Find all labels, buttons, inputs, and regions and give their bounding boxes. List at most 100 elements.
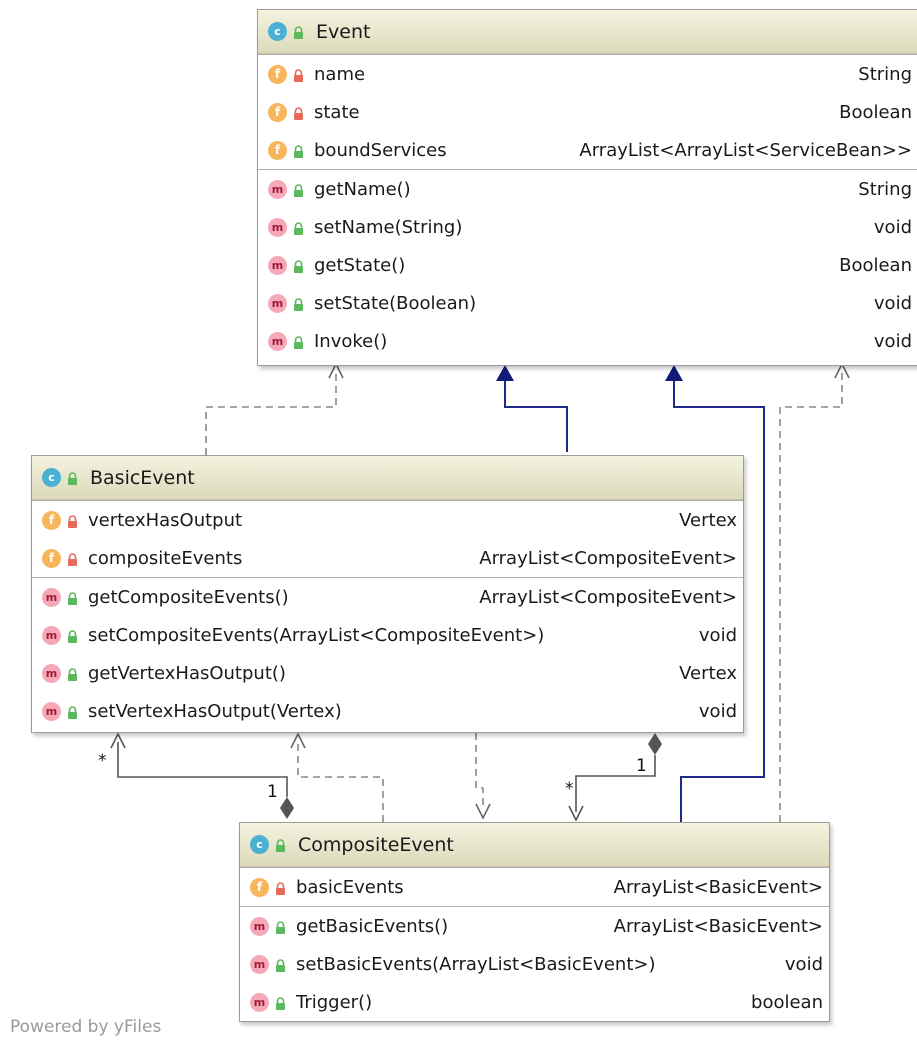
field-icon: f <box>268 64 287 84</box>
field-name: vertexHasOutput <box>88 509 243 531</box>
field-type: ArrayList<ArrayList<ServiceBean>> <box>579 139 912 161</box>
inheritance-edge-compositeevent-event <box>673 380 765 822</box>
multiplicity-one-label: 1 <box>267 782 278 802</box>
method-icon: m <box>42 701 61 721</box>
field-type: ArrayList<BasicEvent> <box>613 876 823 898</box>
multiplicity-many-label: * <box>98 751 107 771</box>
method-name: getBasicEvents() <box>296 915 449 937</box>
public-lock-icon <box>275 838 286 852</box>
field-icon: f <box>268 102 287 122</box>
return-type: Boolean <box>839 254 912 276</box>
private-lock-icon <box>275 880 286 895</box>
open-arrowhead <box>290 732 306 749</box>
open-arrowhead <box>110 732 126 749</box>
field-row[interactable]: f name String <box>258 55 917 93</box>
field-name: state <box>314 101 360 123</box>
method-name: Trigger() <box>296 991 373 1013</box>
method-name: setState(Boolean) <box>314 292 477 314</box>
method-icon: m <box>42 625 61 645</box>
class-header: c CompositeEvent <box>240 823 829 867</box>
public-lock-icon <box>293 258 304 273</box>
method-icon: m <box>250 916 269 936</box>
filled-arrowhead <box>496 365 514 381</box>
public-lock-icon <box>67 704 78 719</box>
return-type: void <box>698 624 737 646</box>
method-row[interactable]: m Trigger() boolean <box>240 983 829 1021</box>
return-type: Vertex <box>679 662 737 684</box>
dependency-edge-compositeevent-event <box>779 372 843 822</box>
class-name: Event <box>316 20 371 43</box>
return-type: ArrayList<BasicEvent> <box>613 915 823 937</box>
return-type: boolean <box>751 991 823 1013</box>
private-lock-icon <box>67 513 78 528</box>
method-icon: m <box>268 293 287 313</box>
method-row[interactable]: m setVertexHasOutput(Vertex) void <box>32 692 743 730</box>
method-name: setVertexHasOutput(Vertex) <box>88 700 342 722</box>
return-type: void <box>873 292 912 314</box>
class-icon: c <box>42 468 61 487</box>
public-lock-icon <box>275 957 286 972</box>
field-icon: f <box>250 877 269 897</box>
filled-arrowhead <box>665 365 683 381</box>
private-lock-icon <box>293 105 304 120</box>
public-lock-icon <box>67 471 78 485</box>
public-lock-icon <box>67 628 78 643</box>
public-lock-icon <box>275 995 286 1010</box>
field-row[interactable]: f state Boolean <box>258 93 917 131</box>
public-lock-icon <box>275 919 286 934</box>
class-header: c Event <box>258 10 917 54</box>
private-lock-icon <box>67 551 78 566</box>
method-row[interactable]: m setName(String) void <box>258 208 917 246</box>
method-name: setBasicEvents(ArrayList<BasicEvent>) <box>296 953 656 975</box>
method-icon: m <box>42 587 61 607</box>
field-name: compositeEvents <box>88 547 243 569</box>
field-type: Boolean <box>839 101 912 123</box>
inheritance-edge-basicevent-event <box>504 380 568 452</box>
class-name: BasicEvent <box>90 466 195 489</box>
method-name: getVertexHasOutput() <box>88 662 286 684</box>
return-type: void <box>873 216 912 238</box>
field-name: name <box>314 63 366 85</box>
field-type: String <box>858 63 912 85</box>
method-icon: m <box>250 992 269 1012</box>
method-icon: m <box>268 179 287 199</box>
method-icon: m <box>268 331 287 351</box>
multiplicity-one-label: 1 <box>636 756 647 776</box>
public-lock-icon <box>293 296 304 311</box>
public-lock-icon <box>293 334 304 349</box>
method-row[interactable]: m getBasicEvents() ArrayList<BasicEvent> <box>240 907 829 945</box>
class-icon: c <box>268 22 287 41</box>
public-lock-icon <box>67 666 78 681</box>
powered-by-footer: Powered by yFiles <box>10 1017 162 1037</box>
method-row[interactable]: m setState(Boolean) void <box>258 284 917 322</box>
method-icon: m <box>268 217 287 237</box>
method-name: setName(String) <box>314 216 463 238</box>
public-lock-icon <box>293 182 304 197</box>
return-type: ArrayList<CompositeEvent> <box>479 586 737 608</box>
public-lock-icon <box>293 143 304 158</box>
method-name: getState() <box>314 254 406 276</box>
dependency-edge-basicevent-compositeevent <box>475 733 484 810</box>
public-lock-icon <box>293 25 304 39</box>
field-type: ArrayList<CompositeEvent> <box>479 547 737 569</box>
return-type: void <box>698 700 737 722</box>
